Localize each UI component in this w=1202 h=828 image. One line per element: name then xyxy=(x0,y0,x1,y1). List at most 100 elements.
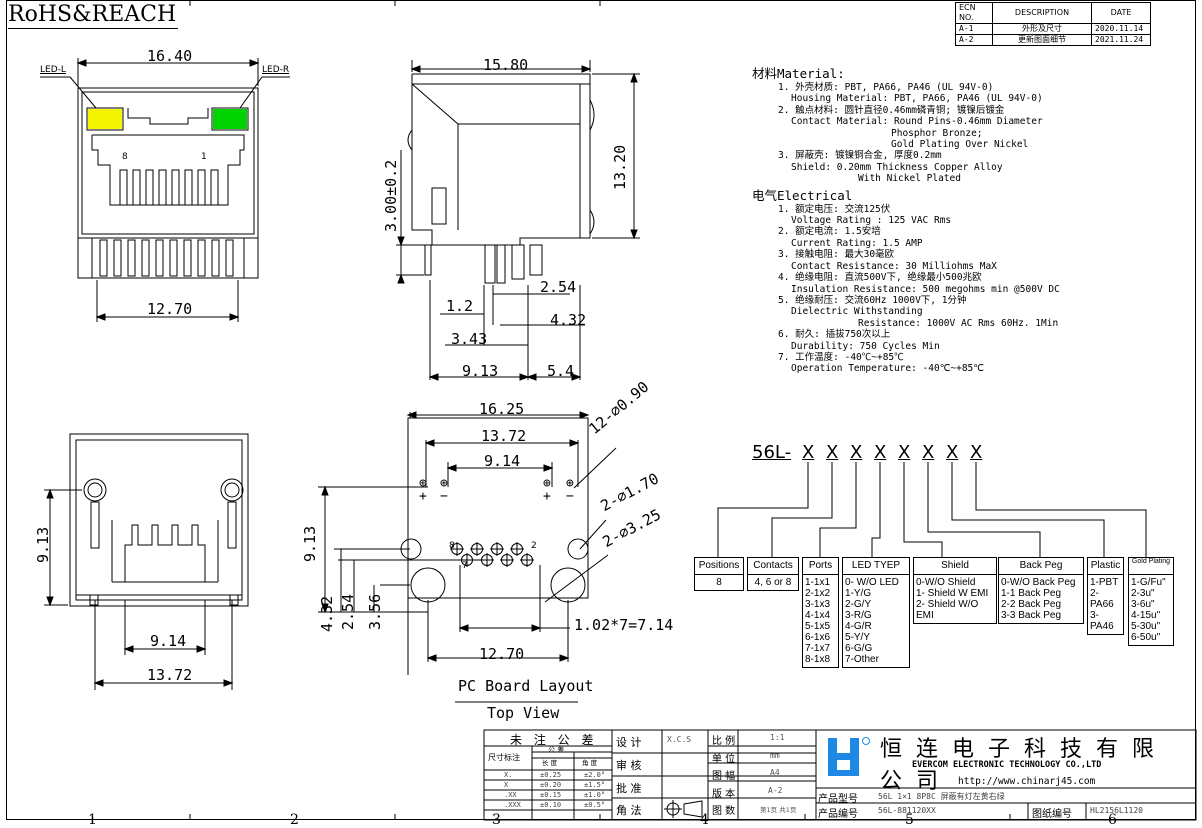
tolerance-cell: X. xyxy=(504,771,513,779)
option-box-item: 7-1x7 xyxy=(805,643,831,654)
electrical-title: 电气Electrical xyxy=(752,187,853,203)
pcb-plus-mark: ⊕+ xyxy=(543,476,551,504)
part-number-placeholder: X xyxy=(946,442,959,463)
side-length-dim: 15.80 xyxy=(483,56,529,74)
spec-line: 7. 工作温度: -40℃~+85℃ xyxy=(778,351,904,363)
option-box-item: 2-1x2 xyxy=(805,588,831,599)
option-box-item: 6-50u" xyxy=(1131,632,1161,643)
part-number-placeholder: X xyxy=(826,442,839,463)
option-box-item: 0-W/O Back Peg xyxy=(1001,577,1076,588)
option-box-item: 4-G/R xyxy=(845,621,872,632)
unit-value: mm xyxy=(770,751,780,760)
front-leg xyxy=(155,239,164,277)
option-box-item: 2-2 Back Peg xyxy=(1001,599,1062,610)
option-box-item: 5-30u" xyxy=(1131,621,1161,632)
tolerance-cell: ±0.10 xyxy=(540,801,562,809)
option-box-title: Contacts xyxy=(748,558,798,575)
option-box-title: Positions xyxy=(695,558,743,575)
option-box-item: 2-3u" xyxy=(1131,588,1155,599)
company-url[interactable]: http://www.chinarj45.com xyxy=(958,776,1096,787)
option-box-title: Shield xyxy=(914,558,996,575)
spec-line: Housing Material: PBT, PA66, PA46 (UL 94… xyxy=(791,93,1043,105)
part-number-placeholder: X xyxy=(922,442,935,463)
spec-line: 2. 额定电流: 1.5安培 xyxy=(778,226,881,238)
approve-label: 批 准 xyxy=(616,782,642,795)
tolerance-cell: ±1.0° xyxy=(584,791,606,799)
designer: X.C.S xyxy=(667,735,692,744)
side-standoff-dim: 3.00±0.2 xyxy=(382,159,400,232)
front-leg xyxy=(183,239,192,277)
rear-view xyxy=(44,433,249,690)
part-number-placeholder: X xyxy=(874,442,887,463)
pcb-title: PC Board Layout xyxy=(458,677,594,695)
part-number-placeholder: X xyxy=(802,442,815,463)
front-leg xyxy=(197,239,206,277)
spec-line: Contact Material: Round Pins-0.46mm Diam… xyxy=(791,116,1043,128)
front-leg xyxy=(127,239,136,277)
front-contact-pin xyxy=(210,169,219,205)
pcb-width-12-70: 12.70 xyxy=(479,645,525,663)
rear-pin-span-dim: 9.14 xyxy=(150,632,187,650)
spec-line: With Nickel Plated xyxy=(858,173,961,185)
drawing-number-value: HL2156L1120 xyxy=(1090,806,1143,815)
code-value: 56L-881120XX xyxy=(878,806,936,815)
pcb-pitch-dim: 1.02*7=7.14 xyxy=(574,616,674,634)
side-view xyxy=(396,60,640,381)
ecn-cell: 2021.11.24 xyxy=(1091,34,1151,46)
front-leg xyxy=(225,239,234,277)
pcb-minus-mark: ⊕− xyxy=(440,476,448,504)
option-box-title: LED TYEP xyxy=(843,558,909,575)
option-box-item: 2- Shield W/O EMI xyxy=(916,599,979,621)
zone-label-2: 2 xyxy=(290,812,299,828)
option-box-item: 1-G/Fu" xyxy=(1131,577,1166,588)
sheet-label: 图 数 xyxy=(712,806,736,817)
spec-line: 5. 绝缘耐压: 交流60Hz 1000V下, 1分钟 xyxy=(778,294,967,306)
front-contact-pin xyxy=(119,169,128,205)
led-right-window xyxy=(211,107,249,131)
ecn-row: A-2 更新图面细节 2021.11.24 xyxy=(955,34,1151,46)
pcb-layout xyxy=(318,411,617,703)
spec-line: Current Rating: 1.5 AMP xyxy=(791,237,923,249)
option-box-item: 8 xyxy=(716,577,722,588)
rev-label: 版 本 xyxy=(712,789,736,800)
spec-line: Phosphor Bronze; xyxy=(891,127,983,139)
pcb-height-2-54: 2.54 xyxy=(339,593,357,630)
unit-label: 单 位 xyxy=(712,754,736,765)
rear-width-dim: 13.72 xyxy=(147,666,193,684)
pcb-subtitle: Top View xyxy=(487,704,560,722)
option-box-item: 7-Other xyxy=(845,654,879,665)
spec-line: 3. 接触电阻: 最大30毫欧 xyxy=(778,249,895,261)
tolerance-cell: ±0.25 xyxy=(540,771,562,779)
front-pin-8: 8 xyxy=(122,152,128,162)
pcb-minus-mark: ⊕− xyxy=(566,476,574,504)
option-box-title: Back Peg xyxy=(999,558,1083,575)
model-label: 产品型号 xyxy=(818,794,858,805)
spec-line: Dielectric Withstanding xyxy=(791,306,923,318)
side-dim-1-2: 1.2 xyxy=(446,297,474,315)
front-contact-pin xyxy=(132,169,141,205)
col-length: 长 度 xyxy=(542,759,558,767)
option-box: Positions 8 xyxy=(694,557,744,591)
front-width-dim: 16.40 xyxy=(147,47,193,65)
side-dim-3-43: 3.43 xyxy=(451,330,488,348)
option-box-item: 1-PBT xyxy=(1090,577,1119,588)
option-box-title: Ports xyxy=(803,558,838,575)
side-dim-9-13: 9.13 xyxy=(462,362,499,380)
option-box-item: 2-PA66 xyxy=(1090,588,1114,610)
tolerance-cell: ±0.5° xyxy=(584,801,606,809)
tolerance-sub: 公 差 xyxy=(548,746,565,754)
option-box-item: 4-15u" xyxy=(1131,610,1161,621)
spec-line: Shield: 0.20mm Thickness Copper Alloy xyxy=(791,161,1003,173)
option-box-title: Gold Plating xyxy=(1129,558,1173,575)
option-box-item: 3-R/G xyxy=(845,610,872,621)
spec-line: 1. 外壳材质: PBT, PA66, PA46 (UL 94V-0) xyxy=(778,82,994,93)
tolerance-cell: ±1.5° xyxy=(584,781,606,789)
tolerance-title: 未 注 公 差 xyxy=(510,733,598,747)
option-box-item: 1-Y/G xyxy=(845,588,872,599)
option-box-item: 0- W/O LED xyxy=(845,577,899,588)
spec-line: 6. 耐久: 插拔750次以上 xyxy=(778,329,891,341)
